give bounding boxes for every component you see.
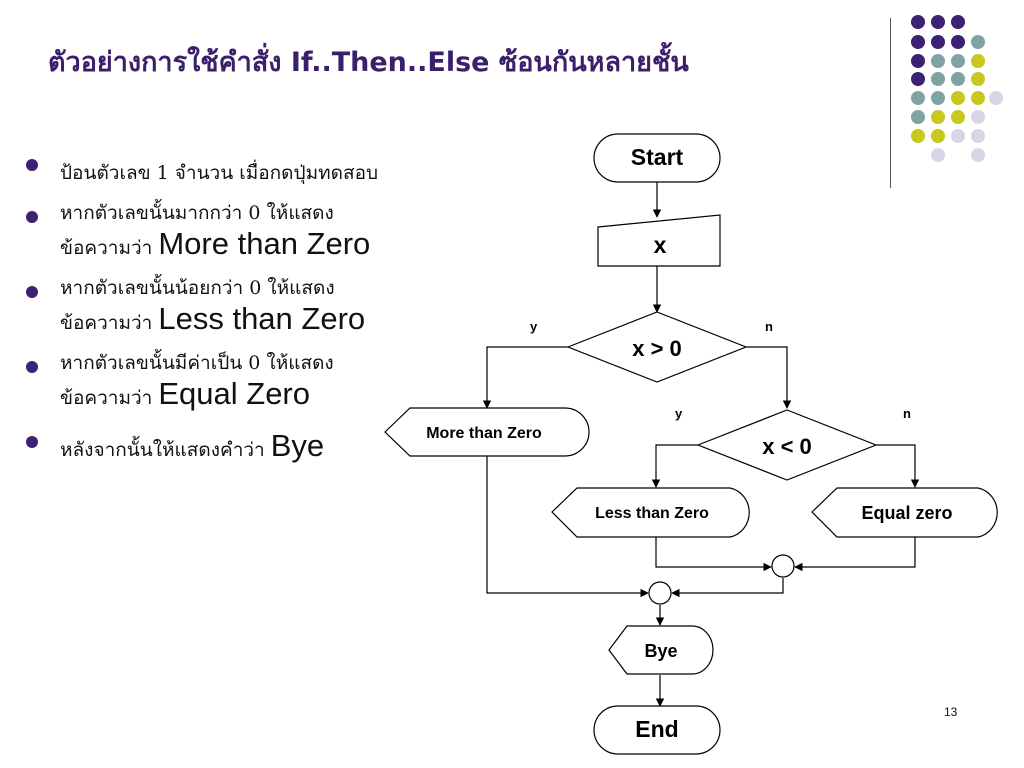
dot-row-4: [911, 72, 985, 86]
arrow-decision2-no: [876, 444, 920, 488]
flowchart-connectors: [482, 182, 920, 707]
bullet-text: หากตัวเลขนั้นน้อยกว่า 0 ให้แสดงข้อความว่…: [60, 276, 335, 334]
dot-row-3: [911, 54, 985, 68]
bullet-highlight: Equal Zero: [158, 375, 310, 411]
dot-row-8: [931, 148, 985, 162]
bullet-dot-icon: [26, 285, 38, 298]
arrow-more-to-join1: [486, 456, 649, 598]
dot-row-6: [911, 110, 985, 124]
bullet-dot-icon: [26, 435, 38, 448]
decision1-yes-label: y: [530, 319, 538, 334]
slide-title: ตัวอย่างการใช้คำสั่ง If..Then..Else ซ้อน…: [48, 47, 689, 78]
bullet-dot-icon: [26, 360, 38, 373]
start-terminator: [593, 133, 721, 183]
decision1-no-label: n: [765, 319, 773, 334]
bullet-highlight: More than Zero: [158, 225, 371, 261]
join-connector-2: [771, 554, 795, 578]
arrow-less-to-join2: [655, 537, 772, 572]
output-less-label: Less than Zero: [595, 505, 709, 522]
input-box: [597, 214, 721, 267]
dot-row-1: [911, 15, 965, 29]
decision2-yes-label: y: [675, 406, 683, 421]
arrow-decision1-no: [746, 346, 792, 409]
page-number: 13: [944, 705, 958, 719]
arrow-join2-to-join1: [671, 578, 784, 598]
decision2-label: x < 0: [762, 434, 812, 459]
output-more-display: [384, 407, 590, 457]
output-less-display: [551, 487, 750, 538]
bullet-highlight: Less than Zero: [158, 300, 366, 336]
bullet-text: ป้อนตัวเลข 1 จำนวน เมื่อกดปุ่มทดสอบ: [60, 162, 379, 184]
decorative-dot-grid: [911, 15, 1003, 162]
bullet-item: หากตัวเลขนั้นน้อยกว่า 0 ให้แสดงข้อความว่…: [22, 277, 397, 338]
divider-line: [890, 18, 891, 188]
decision1-label: x > 0: [632, 336, 682, 361]
input-label: x: [654, 232, 667, 258]
bullet-item: หากตัวเลขนั้นมากกว่า 0 ให้แสดงข้อความว่า…: [22, 202, 397, 263]
bullet-item: ป้อนตัวเลข 1 จำนวน เมื่อกดปุ่มทดสอบ: [22, 150, 397, 188]
join-connector-1: [648, 581, 672, 605]
decision2-no-label: n: [903, 406, 911, 421]
bullet-item: หลังจากนั้นให้แสดงคำว่า Bye: [22, 427, 397, 465]
dot-row-2: [911, 35, 985, 49]
bullet-highlight: Bye: [270, 427, 325, 463]
bullet-text: หากตัวเลขนั้นมากกว่า 0 ให้แสดงข้อความว่า: [60, 201, 334, 259]
bullet-dot-icon: [26, 159, 38, 171]
arrow-decision1-yes: [482, 346, 568, 409]
bullet-item: หากตัวเลขนั้นมีค่าเป็น 0 ให้แสดงข้อความว…: [22, 352, 397, 413]
dot-row-7: [911, 129, 985, 143]
output-more-label: More than Zero: [426, 425, 542, 442]
output-bye-label: Bye: [644, 641, 677, 661]
dot-row-5: [911, 91, 1003, 105]
bullet-text: หลังจากนั้นให้แสดงคำว่า: [60, 438, 271, 461]
decision1-diamond: [566, 311, 748, 383]
end-terminator: [593, 705, 721, 755]
output-equal-display: [811, 487, 998, 538]
bullet-text: หากตัวเลขนั้นมีค่าเป็น 0 ให้แสดงข้อความว…: [60, 351, 334, 409]
output-bye-display: [608, 625, 714, 675]
decision2-diamond: [696, 409, 878, 481]
bullet-dot-icon: [26, 210, 38, 223]
end-label: End: [635, 716, 678, 742]
output-equal-label: Equal zero: [861, 503, 952, 523]
start-label: Start: [631, 144, 684, 170]
arrow-decision2-yes: [651, 444, 698, 488]
arrow-equal-to-join2: [794, 537, 916, 572]
bullet-list: ป้อนตัวเลข 1 จำนวน เมื่อกดปุ่มทดสอบ หากต…: [22, 150, 397, 479]
